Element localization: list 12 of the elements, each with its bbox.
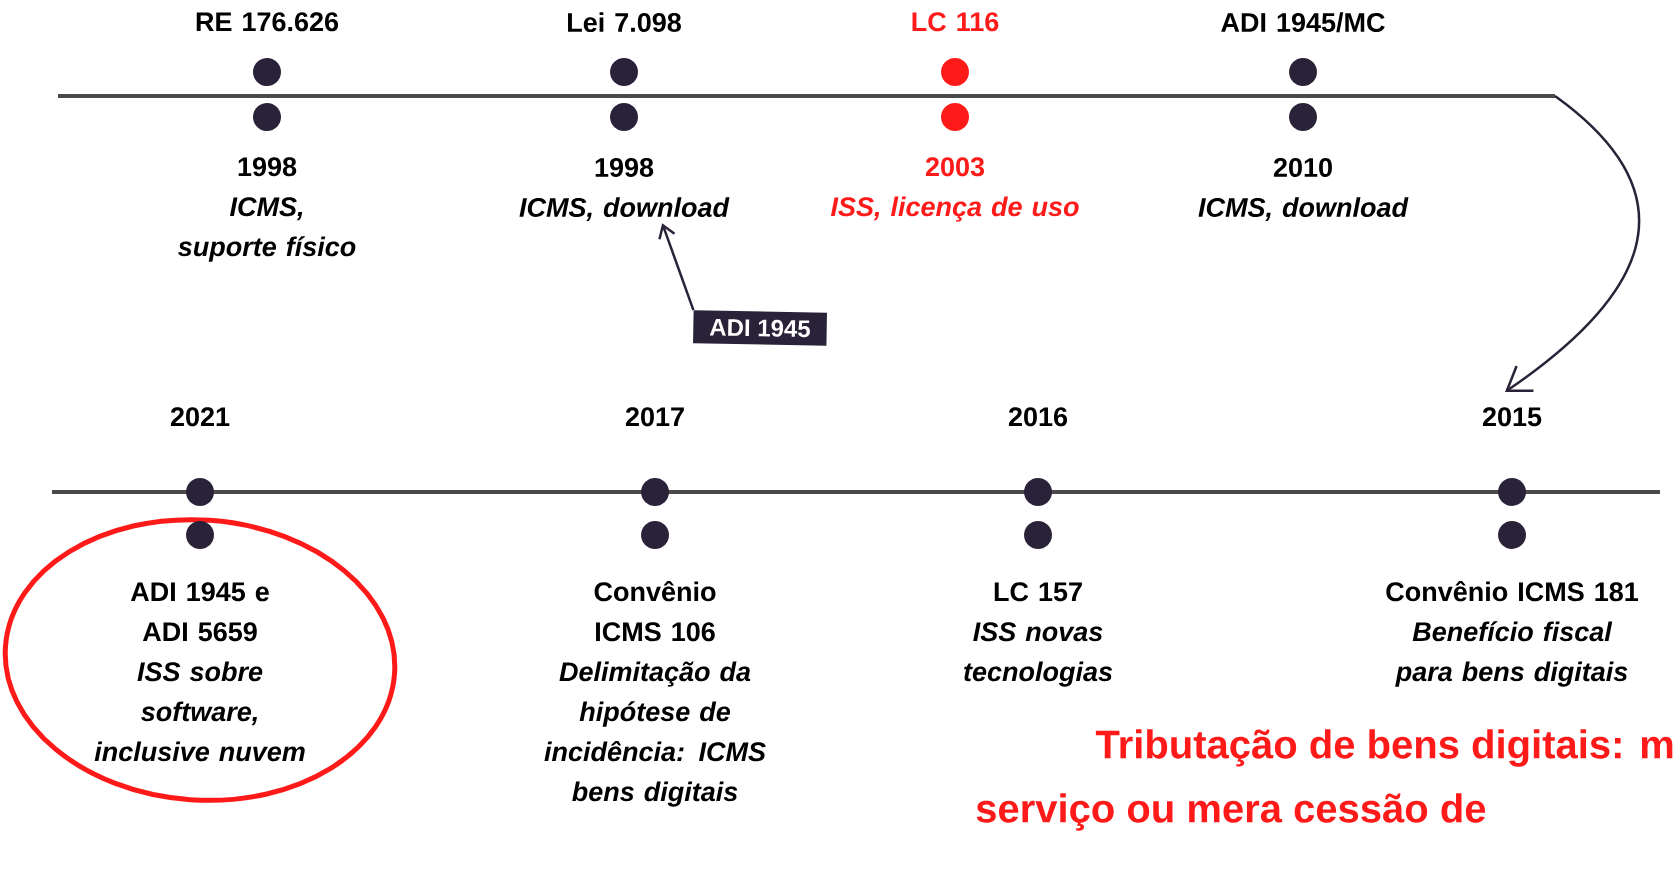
timeline-event: ADI 1945/MC 2010 ICMS, download (1198, 12, 1409, 221)
timeline-event: RE 176.626 1998 ICMS, suporte físico (178, 12, 356, 262)
timeline-event: 2016 LC 157 ISS novas tecnologias (964, 407, 1113, 687)
timeline-event: 2015 Convênio ICMS 181 Benefício fiscal para bens digitais (1386, 407, 1638, 687)
callout-tag: ADI 1945 (693, 310, 827, 346)
heading-text: Tributação de bens digitais: m (1095, 729, 1673, 767)
timeline-event: Lei 7.098 1998 ICMS, download (519, 12, 730, 221)
timeline-event: 2017 Convênio ICMS 106 Delimitação da hipótese de incidência: ICMS bens digitais (544, 407, 766, 807)
timeline-event: LC 116 2003 ISS, licença de uso (830, 12, 1079, 222)
arrow (658, 223, 695, 311)
timeline-event: 2021 ADI 1945 e ADI 5659 ISS sobre software, inclusive nuvem (94, 407, 305, 762)
heading-text: serviço ou mera cessão de (976, 793, 1486, 831)
